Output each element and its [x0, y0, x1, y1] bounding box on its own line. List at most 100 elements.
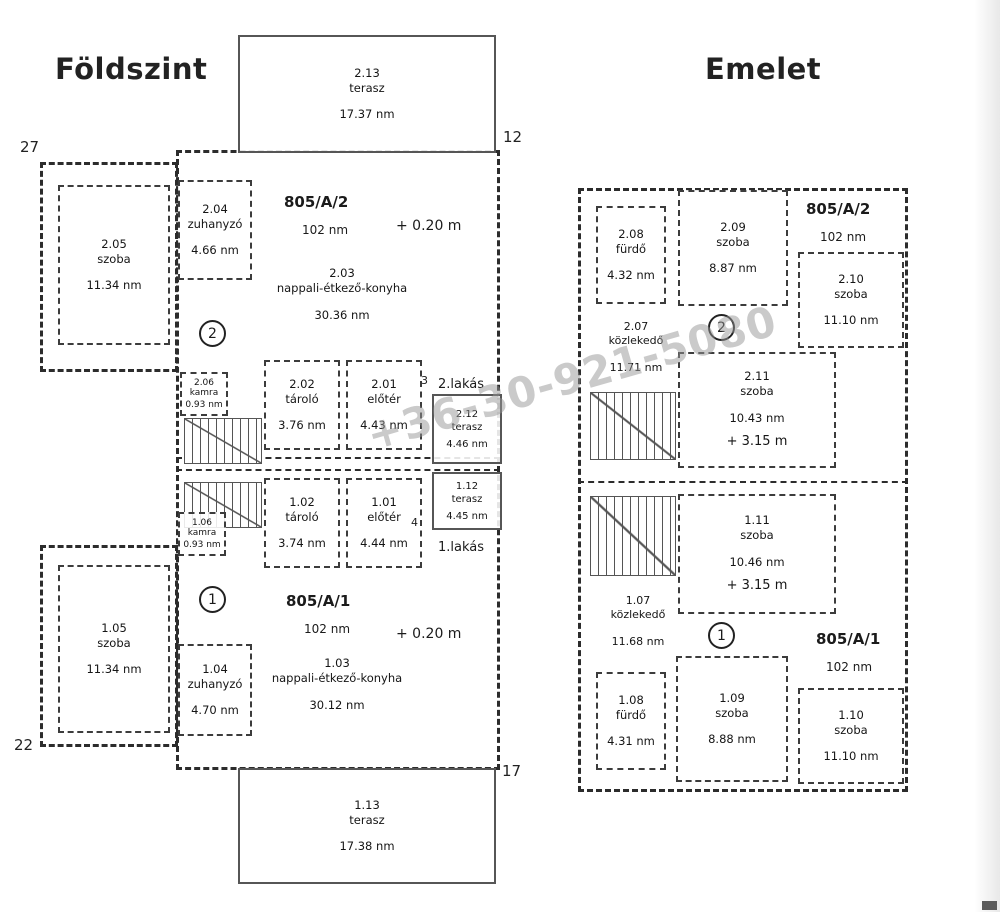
- upper-stairs-apartment-1: [590, 496, 676, 576]
- upper-outline-main: [578, 188, 908, 792]
- room-name: terasz: [451, 421, 483, 433]
- room-1-01-eloter: 1.01 előtér 4.44 nm: [346, 478, 422, 568]
- room-name: szoba: [97, 251, 131, 266]
- room-area: 17.37 nm: [339, 107, 395, 122]
- room-id: 2.12: [455, 408, 479, 420]
- room-id: 2.03: [329, 266, 355, 280]
- apartment-1-label: 1.lakás: [438, 540, 485, 555]
- room-area: 4.46 nm: [446, 438, 488, 450]
- ground-floor-title: Földszint: [55, 52, 208, 86]
- corner-label-bottom-right: 17: [502, 762, 522, 780]
- room-area: 8.87 nm: [709, 261, 757, 276]
- room-name: zuhanyzó: [187, 676, 243, 691]
- room-id: 2.11: [744, 368, 770, 383]
- room-1-02-tarolo: 1.02 tároló 3.74 nm: [264, 478, 340, 568]
- room-1-03-nappali: 1.03 nappali-étkező-konyha 30.12 nm: [245, 656, 429, 713]
- room-id: 2.08: [618, 226, 644, 241]
- room-area: 11.68 nm: [611, 634, 665, 648]
- room-area: 4.44 nm: [360, 536, 408, 551]
- room-name: zuhanyzó: [187, 216, 243, 231]
- room-id: 2.04: [202, 201, 228, 216]
- room-name: szoba: [740, 383, 774, 398]
- room-2-02-tarolo: 2.02 tároló 3.76 nm: [264, 360, 340, 450]
- corner-label-bottom-left: 22: [14, 736, 34, 754]
- room-id: 2.05: [101, 236, 127, 251]
- room-id: 2.13: [354, 65, 380, 80]
- room-id: 1.05: [101, 620, 127, 635]
- room-1-12-terasz: 1.12 terasz 4.45 nm: [432, 472, 502, 530]
- room-area: 11.71 nm: [609, 360, 663, 374]
- room-id: 1.10: [838, 707, 864, 722]
- unit-area-805-a-2: 102 nm: [302, 223, 349, 237]
- apartment-divider-wall: [176, 457, 500, 459]
- unit-level-805-a-1: + 0.20 m: [396, 626, 462, 642]
- room-area: 4.45 nm: [446, 510, 488, 522]
- room-name: terasz: [451, 493, 483, 505]
- room-area: 10.43 nm: [729, 410, 785, 425]
- unit-number: 1: [717, 627, 726, 644]
- room-id: 1.11: [744, 512, 770, 527]
- unit-level-805-a-2: + 0.20 m: [396, 218, 462, 234]
- room-2-09-szoba: 2.09 szoba 8.87 nm: [678, 190, 788, 306]
- room-name: előtér: [367, 509, 401, 524]
- room-id: 2.06: [193, 377, 215, 388]
- corner-label-top-left: 27: [20, 138, 40, 156]
- room-id: 1.03: [324, 656, 350, 670]
- room-area: 11.34 nm: [86, 662, 142, 677]
- room-2-05-szoba: 2.05 szoba 11.34 nm: [58, 185, 170, 345]
- entrance-step-number-2: 3: [421, 374, 428, 387]
- room-1-08-furdo: 1.08 fürdő 4.31 nm: [596, 672, 666, 770]
- apartment-2-label: 2.lakás: [438, 377, 485, 392]
- upper-unit-1-badge: 1: [708, 622, 735, 649]
- apartment-divider-wall-2: [176, 469, 500, 471]
- room-2-06-kamra: 2.06 kamra 0.93 nm: [180, 372, 228, 416]
- room-2-10-szoba: 2.10 szoba 11.10 nm: [798, 252, 904, 348]
- room-area: 3.74 nm: [278, 536, 326, 551]
- room-id: 1.06: [191, 517, 213, 528]
- upper-unit-code-805-a-1: 805/A/1: [816, 630, 881, 648]
- entrance-step-number-1: 4: [411, 516, 418, 529]
- room-1-09-szoba: 1.09 szoba 8.88 nm: [676, 656, 788, 782]
- room-area: 4.31 nm: [607, 734, 655, 749]
- room-area: 0.93 nm: [185, 399, 223, 410]
- room-level: + 3.15 m: [726, 578, 788, 594]
- unit-code-805-a-2: 805/A/2: [284, 193, 349, 211]
- unit-2-badge: 2: [199, 320, 226, 347]
- room-2-13-terasz: 2.13 terasz 17.37 nm: [238, 35, 496, 153]
- room-name: szoba: [834, 286, 868, 301]
- room-id: 1.01: [371, 494, 397, 509]
- room-id: 2.09: [720, 219, 746, 234]
- room-id: 1.04: [202, 661, 228, 676]
- room-id: 1.02: [289, 494, 315, 509]
- room-area: 17.38 nm: [339, 839, 395, 854]
- room-area: 0.93 nm: [183, 539, 221, 550]
- scan-edge-shadow: [974, 0, 1000, 912]
- room-area: 30.12 nm: [309, 697, 365, 712]
- room-id: 1.12: [455, 480, 479, 492]
- room-name: közlekedő: [608, 334, 664, 348]
- room-area: 11.10 nm: [823, 313, 879, 328]
- room-name: fürdő: [615, 241, 647, 256]
- room-name: szoba: [834, 722, 868, 737]
- upper-floor-title: Emelet: [705, 52, 822, 86]
- room-area: 4.70 nm: [191, 703, 239, 718]
- room-name: szoba: [740, 527, 774, 542]
- room-area: 10.46 nm: [729, 554, 785, 569]
- room-area: 4.66 nm: [191, 243, 239, 258]
- room-2-07-kozlekedo: 2.07 közlekedő 11.71 nm: [586, 320, 686, 375]
- room-name: tároló: [285, 509, 319, 524]
- room-area: 4.32 nm: [607, 268, 655, 283]
- room-area: 30.36 nm: [314, 307, 370, 322]
- room-id: 1.09: [719, 690, 745, 705]
- upper-stairs-apartment-2: [590, 392, 676, 460]
- room-id: 1.07: [625, 594, 651, 607]
- room-name: szoba: [97, 635, 131, 650]
- room-name: tároló: [285, 391, 319, 406]
- room-area: 4.43 nm: [360, 418, 408, 433]
- room-id: 2.10: [838, 271, 864, 286]
- room-id: 2.07: [623, 320, 649, 333]
- room-name: nappali-étkező-konyha: [276, 280, 408, 295]
- room-1-06-kamra: 1.06 kamra 0.93 nm: [178, 512, 226, 556]
- unit-number: 2: [208, 325, 217, 342]
